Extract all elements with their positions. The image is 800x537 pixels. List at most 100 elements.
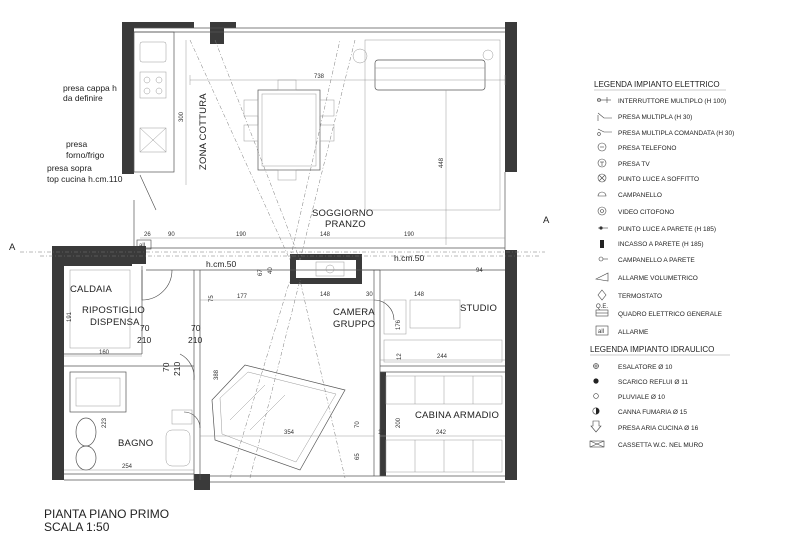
room-label-studio: STUDIO xyxy=(460,303,497,314)
drain-icon xyxy=(593,378,599,384)
drawing-title: PIANTA PIANO PRIMO SCALA 1:50 xyxy=(44,507,169,534)
section-mark-left: A xyxy=(9,242,16,253)
dim-label: 12 xyxy=(378,430,385,436)
dim-label: 90 xyxy=(168,232,175,238)
dim-label: 200 xyxy=(396,417,402,428)
dim-label: 67 xyxy=(258,269,264,276)
living-furniture xyxy=(243,39,501,211)
bell-icon xyxy=(597,191,607,197)
air-intake-icon xyxy=(590,420,602,433)
legend-item-label: PLUVIALE Ø 10 xyxy=(618,394,665,401)
dim-label: 242 xyxy=(436,430,447,436)
legend-item-label: SCARICO REFLUI Ø 11 xyxy=(618,379,688,386)
wall-north-pier xyxy=(210,22,224,44)
room-label-dispensa: DISPENSA xyxy=(90,317,140,328)
dim-label: 191 xyxy=(67,311,73,322)
dim-label: 40 xyxy=(268,267,274,274)
room-label-cabina-armadio: CABINA ARMADIO xyxy=(415,410,499,421)
dim-label: 244 xyxy=(437,354,448,360)
legend-item-label: CAMPANELLO xyxy=(618,192,662,199)
legend-item-label: ALLARME xyxy=(618,329,649,336)
dim-label: 176 xyxy=(396,319,402,330)
tv-socket-icon xyxy=(597,158,607,168)
legend-item-label: PRESA TV xyxy=(618,161,650,168)
wall-core-right xyxy=(356,254,362,284)
wall-core-bottom xyxy=(290,278,362,284)
doors xyxy=(141,269,395,429)
room-label-caldaia: CALDAIA xyxy=(70,284,113,295)
alarm-legend-tag: all xyxy=(598,329,604,335)
legend-item-label: PRESA MULTIPLA (H 30) xyxy=(618,114,692,121)
note-hcm50-left: h.cm.50 xyxy=(206,259,237,269)
alarm-tag: all xyxy=(139,243,145,249)
room-labels: ZONA COTTURA SOGGIORNO PRANZO CALDAIA RI… xyxy=(70,93,499,449)
note-forno-line1: presa xyxy=(66,139,88,149)
motion-alarm-icon xyxy=(595,272,609,282)
dim-label: 190 xyxy=(404,232,415,238)
bathroom-fixtures xyxy=(69,269,193,471)
thermostat-icon xyxy=(597,289,607,301)
wardrobe xyxy=(385,375,503,473)
wall-west-lower xyxy=(52,246,64,480)
door-width-label: 70 xyxy=(140,323,150,333)
wc-cistern-icon xyxy=(589,440,605,448)
bedroom-furniture xyxy=(211,261,346,471)
door-width-label: 70 xyxy=(191,323,201,333)
annotations: presa cappa h da definire presa forno/fr… xyxy=(9,83,550,269)
wall-kitchen-west xyxy=(122,22,134,174)
wall-core-top xyxy=(290,254,362,260)
plan-tags: all xyxy=(136,239,152,250)
door-height-label: 210 xyxy=(172,362,182,376)
wall-north-b xyxy=(224,22,236,28)
door-width-label: 70 xyxy=(161,362,171,372)
legend-item-label: PRESA TELEFONO xyxy=(618,145,676,152)
door-height-label: 210 xyxy=(137,335,151,345)
legend-item-label: VIDEO CITOFONO xyxy=(618,209,674,216)
flue-icon xyxy=(592,407,600,415)
room-label-ripostiglio: RIPOSTIGLIO xyxy=(82,305,145,316)
ceiling-light-icon xyxy=(597,173,607,183)
dim-label: 254 xyxy=(122,464,133,470)
dim-label: 738 xyxy=(314,74,325,80)
legend-item-label: QUADRO ELETTRICO GENERALE xyxy=(618,311,723,318)
dim-label: 223 xyxy=(102,417,108,428)
dim-label: 30 xyxy=(366,292,373,298)
dim-label: 26 xyxy=(144,232,151,238)
dim-label: 65 xyxy=(355,453,361,460)
room-label-zona-cottura: ZONA COTTURA xyxy=(198,93,209,170)
note-hcm50-right: h.cm.50 xyxy=(394,253,425,263)
wall-east-lower xyxy=(505,250,517,480)
door-height-label: 210 xyxy=(188,335,202,345)
dim-label: 148 xyxy=(320,232,331,238)
kitchen-counter xyxy=(133,31,175,211)
view-lines xyxy=(20,39,545,479)
electrical-panel-tag: Q.E. xyxy=(596,304,608,310)
legend-electric-heading: LEGENDA IMPIANTO ELETTRICO xyxy=(594,80,720,89)
downpipe-icon xyxy=(593,393,599,399)
switch-icon xyxy=(597,97,611,103)
legend-electric: LEGENDA IMPIANTO ELETTRICO INTERRUTTORE … xyxy=(594,80,734,336)
dim-label: 300 xyxy=(179,111,185,122)
dim-label: 94 xyxy=(476,268,483,274)
dim-label: 388 xyxy=(214,369,220,380)
legend-item-label: INCASSO A PARETE (H 185) xyxy=(618,241,704,248)
dim-label: 177 xyxy=(237,294,248,300)
legend-item-label: PUNTO LUCE A SOFFITTO xyxy=(618,176,699,183)
legend-hydraulic: LEGENDA IMPIANTO IDRAULICO ESALATORE Ø 1… xyxy=(589,345,730,449)
dim-label: 70 xyxy=(355,421,361,428)
room-label-soggiorno: SOGGIORNO xyxy=(312,208,373,219)
legend-hydraulic-heading: LEGENDA IMPIANTO IDRAULICO xyxy=(590,345,714,354)
legend-item-label: TERMOSTATO xyxy=(618,293,662,300)
dim-label: 148 xyxy=(414,292,425,298)
note-top-line1: presa sopra xyxy=(47,163,92,173)
legend-item-label: CASSETTA W.C. NEL MURO xyxy=(618,442,703,449)
wall-light-icon xyxy=(598,226,608,230)
legend-item-label: ALLARME VOLUMETRICO xyxy=(618,275,698,282)
legend-item-label: PRESA MULTIPLA COMANDATA (H 30) xyxy=(618,130,734,137)
note-forno-line2: forno/frigo xyxy=(66,150,105,160)
dim-label: 448 xyxy=(439,157,445,168)
study-furniture xyxy=(383,299,503,363)
room-label-bagno: BAGNO xyxy=(118,438,153,449)
socket-icon xyxy=(597,112,612,121)
